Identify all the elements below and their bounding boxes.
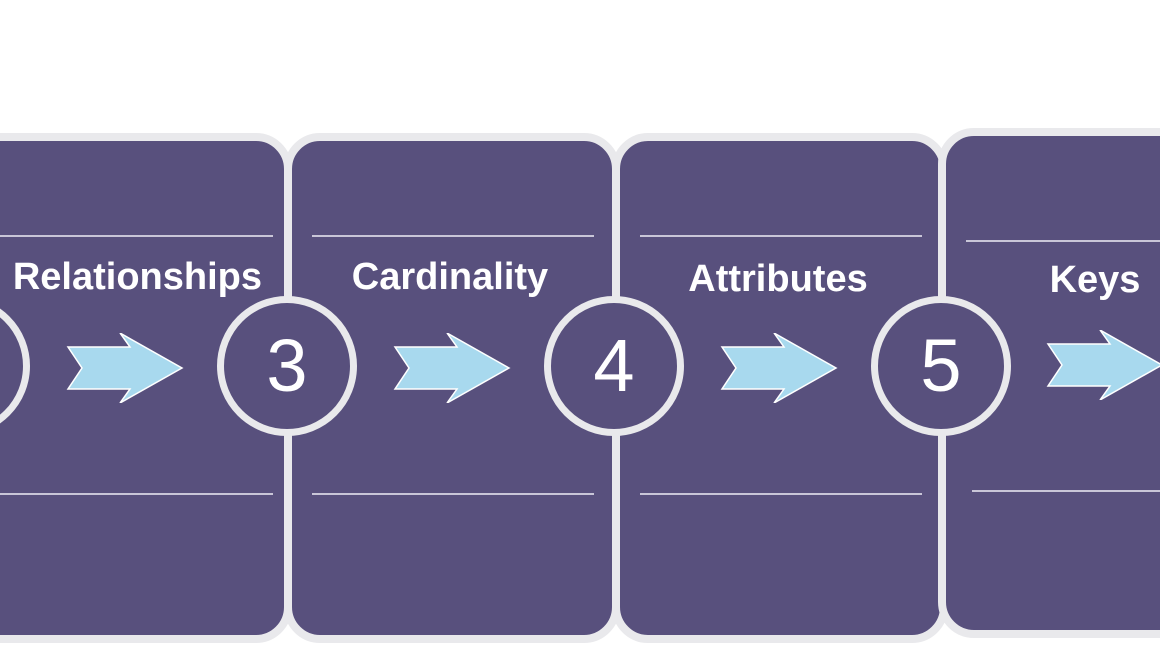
- card-top-divider: [312, 235, 594, 237]
- card-top-divider: [640, 235, 922, 237]
- step-title-relationships: Relationships: [12, 256, 262, 298]
- card-top-divider: [966, 240, 1160, 242]
- step-number-badge-5: 5: [871, 296, 1011, 436]
- step-title-attributes: Attributes: [688, 258, 868, 300]
- step-title-cardinality: Cardinality: [351, 256, 549, 298]
- card-bottom-divider: [640, 493, 922, 495]
- card-bottom-divider: [972, 490, 1160, 492]
- card-bottom-divider: [312, 493, 594, 495]
- card-top-divider: [0, 235, 273, 237]
- card-bottom-divider: [0, 493, 273, 495]
- arrow-right-icon: [720, 333, 838, 403]
- arrow-right-icon: [1046, 330, 1160, 400]
- arrow-right-icon: [393, 333, 511, 403]
- step-title-keys: Keys: [1049, 259, 1141, 301]
- step-number-badge-4: 4: [544, 296, 684, 436]
- arrow-right-icon: [66, 333, 184, 403]
- step-number-badge-3: 3: [217, 296, 357, 436]
